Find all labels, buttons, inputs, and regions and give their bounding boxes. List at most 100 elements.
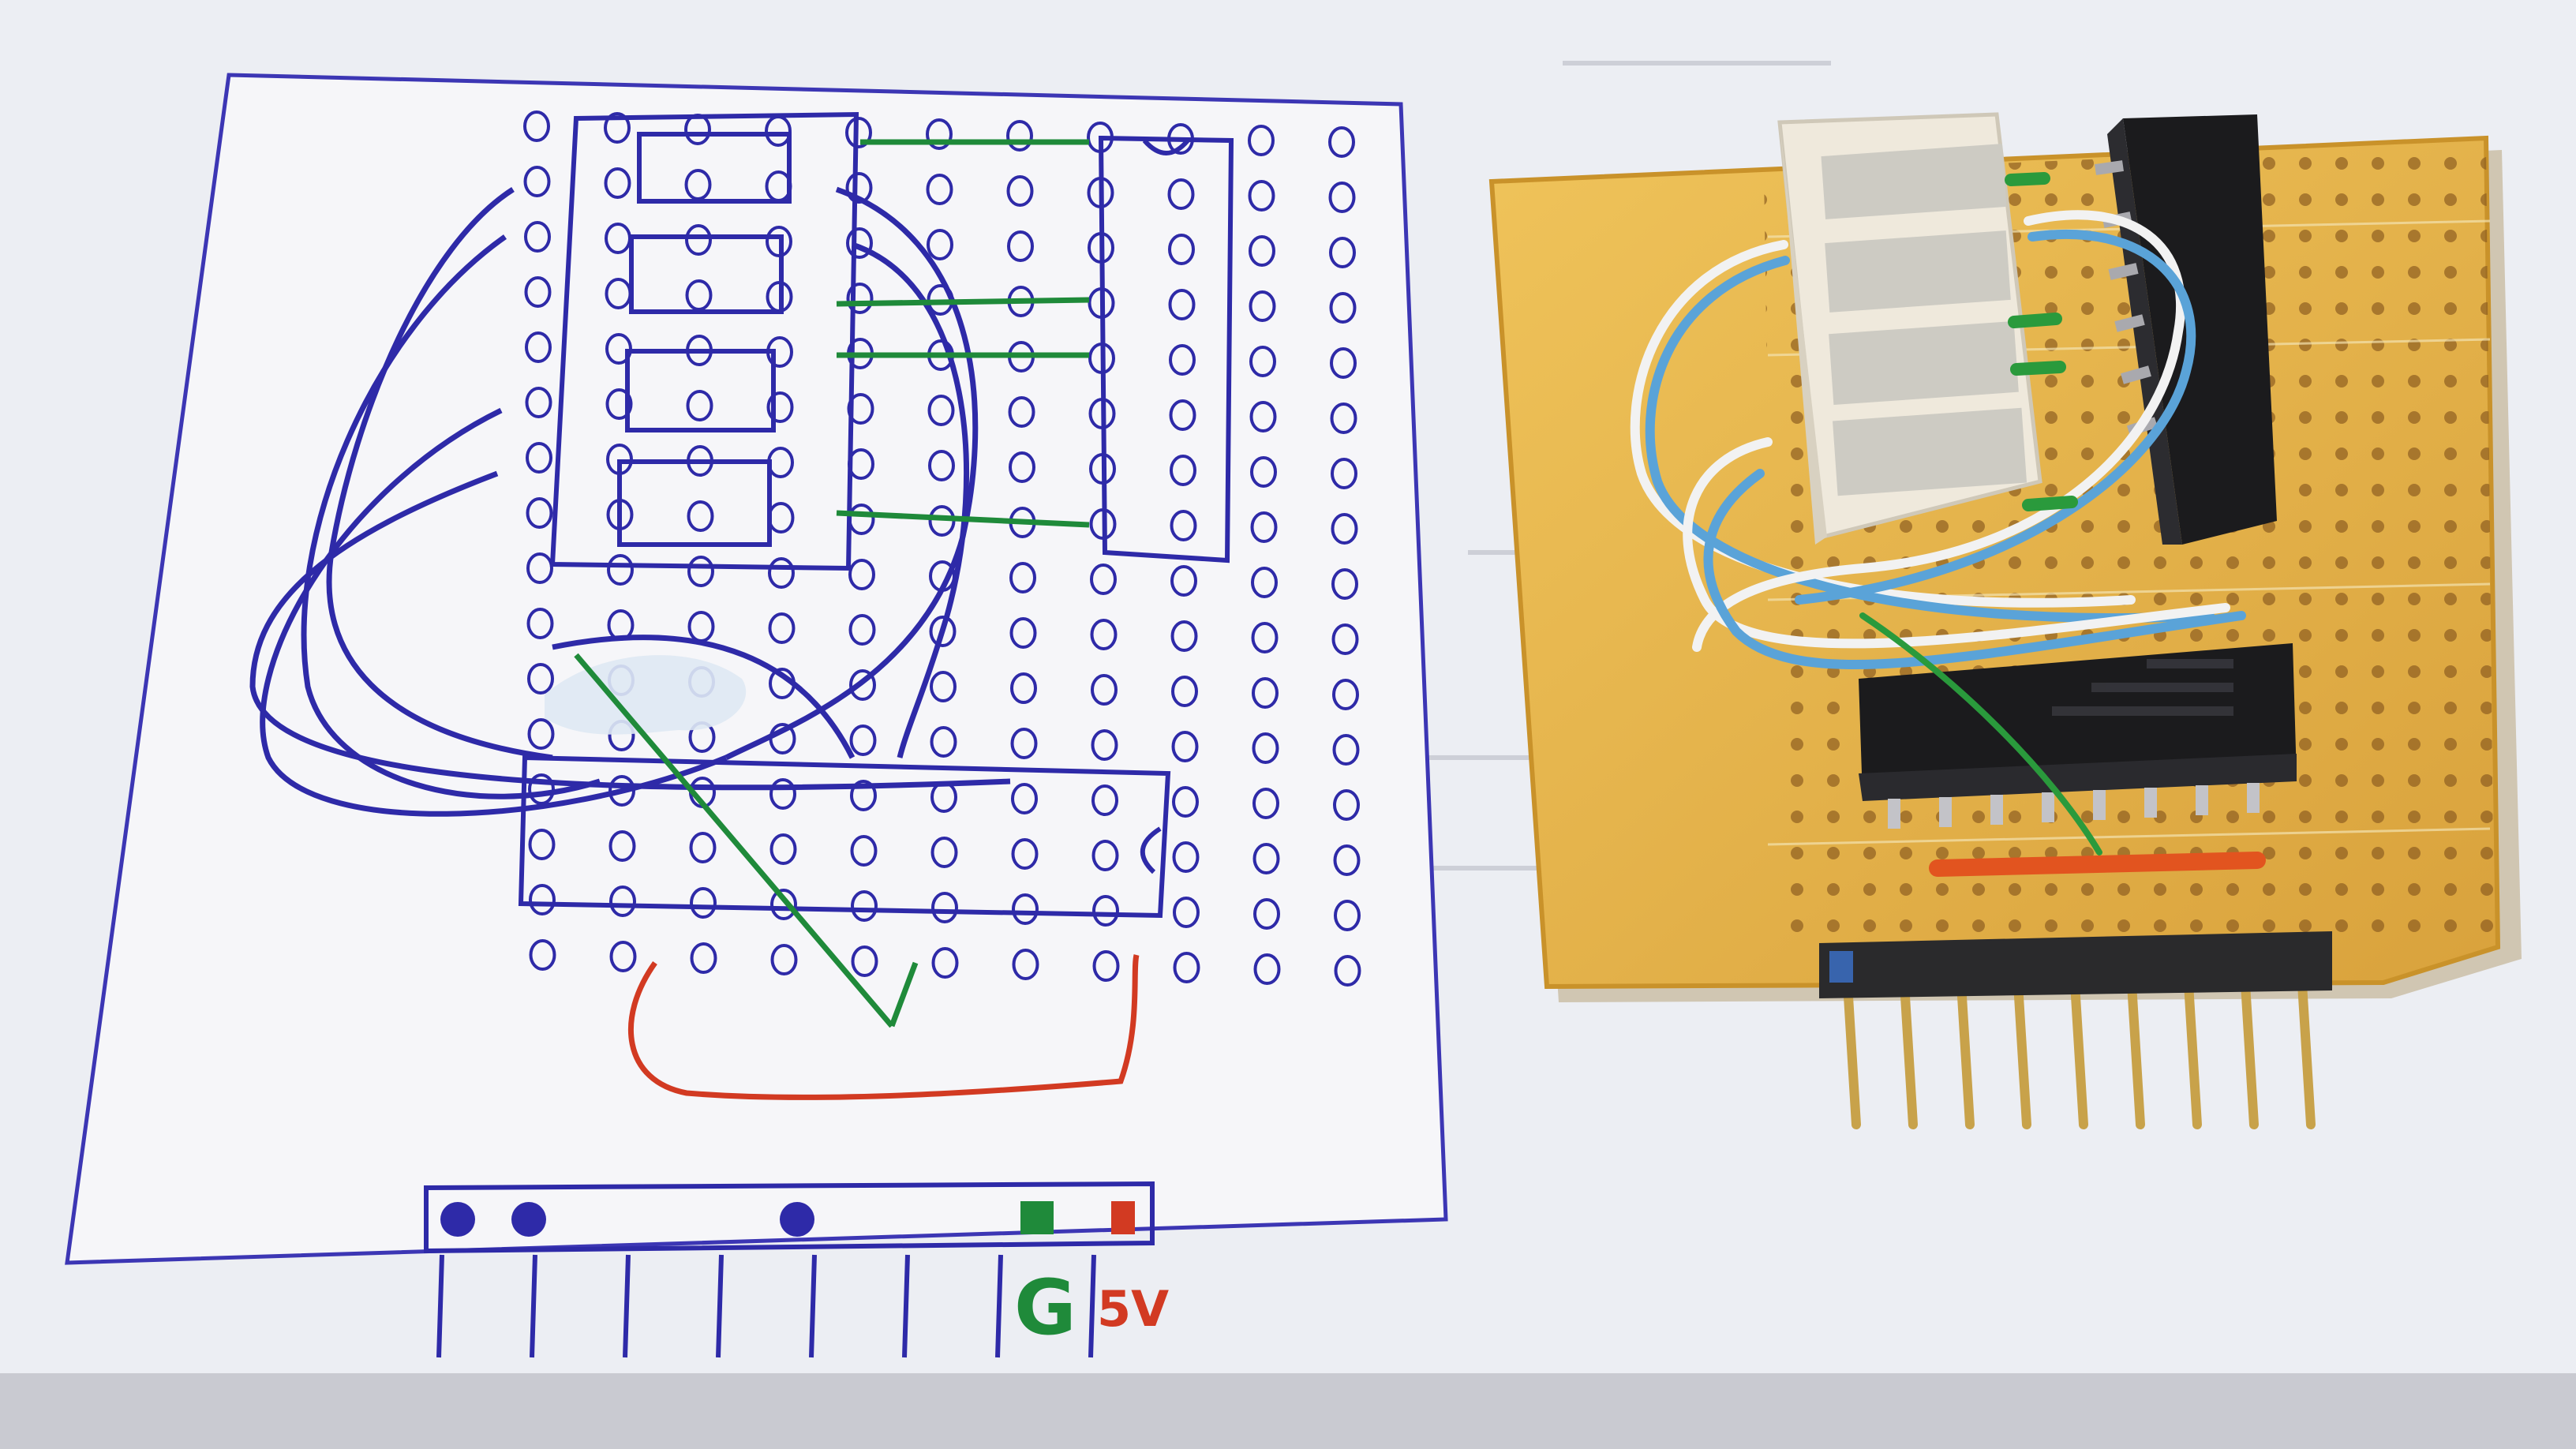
sketch-hole (1252, 732, 1279, 764)
sketch-hole (1169, 399, 1196, 431)
sketch-hole (1331, 513, 1358, 545)
sketch-header-pin (902, 1254, 910, 1358)
sketch-ic-top (1098, 135, 1234, 564)
sketch-hole (1329, 237, 1356, 268)
sketch-hole (609, 886, 636, 917)
sketch-hole (604, 112, 631, 144)
sketch-hole (930, 671, 957, 702)
sketch-hole (1330, 402, 1357, 434)
sketch-hole (1334, 955, 1361, 987)
sketch-hole (1331, 623, 1359, 655)
sketch-hole (1012, 949, 1039, 980)
sketch-hole (1252, 843, 1280, 874)
sketch-hole (849, 669, 876, 701)
sketch-hole (1167, 178, 1195, 210)
sketch-led-bar (549, 111, 859, 571)
sketch-ic-bottom (518, 754, 1171, 919)
header-blue-mark (1829, 951, 1853, 983)
sketch-hole (1091, 729, 1118, 761)
sketch-header-pin (995, 1254, 1003, 1358)
sketch-hole (1248, 125, 1275, 156)
sketch-hole (1011, 783, 1038, 814)
sketch-hole (926, 118, 953, 150)
sketch-hole (1251, 622, 1279, 653)
sketch-hole (526, 552, 553, 584)
sketch-header-pin (530, 1254, 537, 1358)
led-bar-graph (1777, 112, 2042, 545)
sketch-hole (1006, 175, 1034, 207)
sketch-hole (1253, 953, 1281, 985)
sketch-hole (1331, 568, 1358, 600)
sketch-hole (769, 778, 796, 810)
sketch-hole (846, 283, 874, 314)
board-header-pin (2012, 966, 2031, 1129)
board-header-pin (2069, 966, 2088, 1129)
ground-pin-label: G (1014, 1264, 1076, 1352)
sketch-hole (1170, 620, 1198, 652)
sketch-header-dot (440, 1202, 475, 1237)
sketch-hole (770, 944, 798, 975)
sketch-hole (1173, 897, 1200, 928)
sketch-hole (768, 557, 795, 589)
sketch-hole (1248, 180, 1275, 212)
sketch-hole (848, 614, 876, 646)
sketch-hole (770, 889, 797, 920)
sketch-pin-header (424, 1181, 1155, 1358)
sketch-hole (930, 837, 958, 868)
sketch-hole (769, 833, 797, 865)
sketch-hole (1009, 617, 1037, 649)
sketch-hole (1331, 458, 1357, 489)
sketch-hole (1170, 455, 1196, 486)
sketch-hole (766, 391, 794, 423)
sketch-hole (1172, 841, 1200, 873)
sketch-hole (848, 559, 875, 590)
sketch-hole (1332, 679, 1359, 710)
sketch-hole (1090, 619, 1118, 650)
sketch-hole (1250, 456, 1277, 488)
sketch-hole (685, 224, 712, 256)
led-segment (1833, 407, 2027, 496)
sketch-hole (690, 887, 717, 919)
sketch-hole (1009, 562, 1036, 593)
sketch-hole (608, 830, 636, 862)
sketch-hole (1329, 292, 1357, 324)
sketch-hole (929, 616, 957, 647)
sketch-hole (849, 724, 877, 756)
sketch-header-pin (1088, 1254, 1096, 1358)
sketch-header-pin (809, 1254, 817, 1358)
sketch-hole (1168, 234, 1195, 265)
sketch-hole (1169, 344, 1196, 376)
sketch-hole (1249, 346, 1276, 377)
sketch-hole (1092, 895, 1119, 927)
board-header-pin (2240, 966, 2259, 1129)
sketch-hole (524, 221, 551, 253)
sketch-hole (851, 890, 878, 922)
sketch-hole (607, 554, 634, 586)
sketch-header-pin (436, 1254, 444, 1358)
sketch-header-power-mark (1111, 1201, 1135, 1234)
sketch-hole (1250, 511, 1278, 543)
sketch-hole (1333, 789, 1360, 821)
sketch-hole (1328, 182, 1356, 213)
sketch-hole (528, 773, 555, 805)
sketch-hole (1253, 898, 1280, 930)
sketch-hole (927, 229, 953, 260)
sketch-hole (1171, 676, 1198, 707)
sketch-hole (1091, 674, 1118, 706)
sketch-hole (605, 388, 633, 420)
sketch-header-pin (623, 1254, 631, 1358)
board-header-pin (2126, 966, 2145, 1129)
led-segment (1829, 320, 2019, 406)
sketch-hole (846, 227, 873, 259)
green-jumpers (2005, 172, 2078, 511)
sketch-hole (1008, 396, 1035, 428)
sketch-hole (1328, 126, 1355, 158)
sketch-header-pin (716, 1254, 724, 1358)
hand-drawn-stripboard-sketch: G 5V (65, 73, 1448, 1358)
sketch-hole (690, 942, 717, 974)
sketch-hole (928, 450, 955, 481)
sketch-hole (845, 172, 873, 204)
sketch-hole (1006, 120, 1033, 152)
sketch-hole (1249, 290, 1276, 322)
